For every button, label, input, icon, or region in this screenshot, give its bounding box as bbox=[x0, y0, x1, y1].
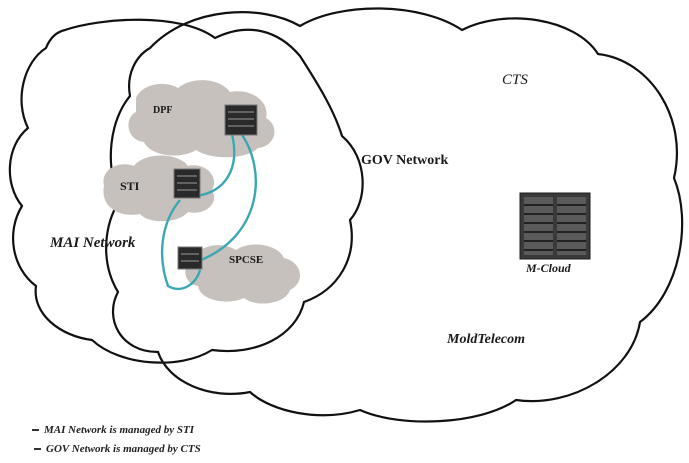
mai-network-label: MAI Network bbox=[49, 235, 136, 251]
mcloud-server-rack-icon bbox=[519, 192, 591, 260]
spcse-label: SPCSE bbox=[229, 254, 263, 266]
mai-cloud-outline bbox=[8, 18, 364, 364]
legend-item-gov: GOV Network is managed by CTS bbox=[34, 443, 201, 455]
gov-network-label: GOV Network bbox=[361, 153, 448, 168]
spcse-cloud bbox=[185, 244, 301, 304]
link-dpf-sti bbox=[195, 133, 236, 198]
mcloud-label: M-Cloud bbox=[525, 261, 572, 275]
dpf-label: DPF bbox=[153, 105, 172, 116]
cts-label: CTS bbox=[502, 72, 528, 88]
link-sti-spcse bbox=[160, 199, 202, 291]
dpf-server-icon bbox=[224, 104, 258, 136]
moldtelecom-label: MoldTelecom bbox=[446, 332, 525, 347]
legend-text-gov: GOV Network is managed by CTS bbox=[46, 443, 201, 455]
sti-server-icon bbox=[173, 168, 201, 199]
legend-dash-icon bbox=[34, 448, 41, 451]
legend-dash-icon bbox=[32, 429, 39, 432]
spcse-server-icon bbox=[177, 246, 203, 270]
sti-label: STI bbox=[120, 179, 140, 193]
link-dpf-spcse-outer bbox=[195, 131, 258, 264]
legend-item-mai: MAI Network is managed by STI bbox=[32, 424, 194, 436]
network-links bbox=[160, 131, 258, 291]
legend-text-mai: MAI Network is managed by STI bbox=[44, 424, 195, 436]
cts-cloud-outline bbox=[105, 7, 684, 423]
dpf-cloud bbox=[128, 80, 275, 158]
